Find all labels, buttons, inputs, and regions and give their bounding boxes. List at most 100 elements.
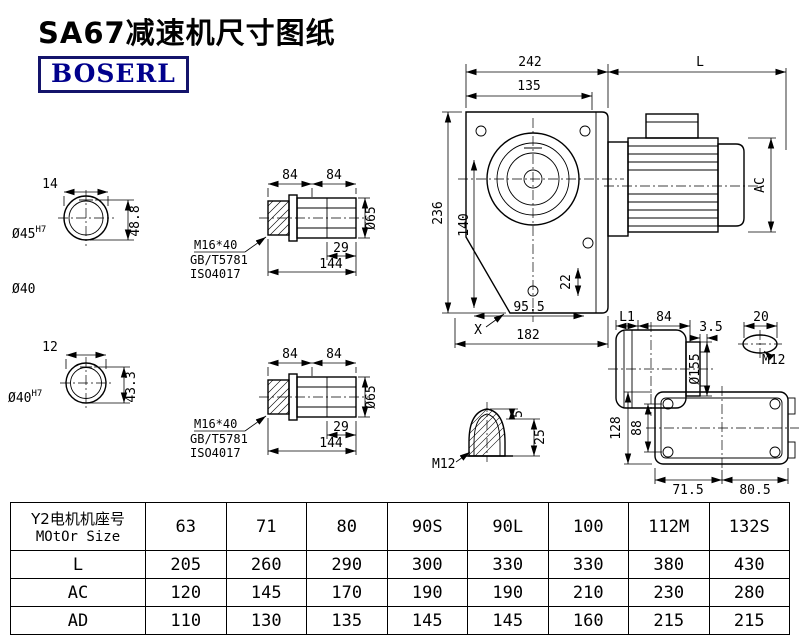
thread-m12-plug-label: M12 xyxy=(432,457,455,472)
cell-AD-112m: 215 xyxy=(628,606,710,635)
row-label-L: L xyxy=(10,550,146,579)
cell-AD-132s: 215 xyxy=(708,606,790,635)
bolt-head-hatch-bottom xyxy=(267,379,290,415)
dim-22-label: 22 xyxy=(559,274,574,290)
dim-3-5-label: 3.5 xyxy=(699,320,722,335)
row-label-AC: AC xyxy=(10,578,146,607)
dim-128-label: 128 xyxy=(609,416,624,439)
dim-242-label: 242 xyxy=(518,55,541,70)
size-col-112m: 112M xyxy=(628,502,710,551)
size-col-90s: 90S xyxy=(386,502,468,551)
dia40-tolerance: H7 xyxy=(31,389,42,399)
standard-iso-bottom-label: ISO4017 xyxy=(190,446,241,460)
label-X: X xyxy=(474,323,482,338)
cell-L-80: 290 xyxy=(306,550,388,579)
cell-L-90l: 330 xyxy=(467,550,549,579)
size-col-80: 80 xyxy=(306,502,388,551)
bolt-spec-top-label: M16*40 xyxy=(194,238,237,252)
dia45-value: Ø45 xyxy=(12,227,35,242)
dim-84a-top-label: 84 xyxy=(282,168,298,183)
hollow-shaft-section-bottom: 84 84 29 144 Ø65 M16*40 GB/T5781 ISO4017 xyxy=(190,347,379,460)
standard-gb-top-label: GB/T5781 xyxy=(190,253,248,267)
cell-AD-80: 135 xyxy=(306,606,388,635)
cell-L-100: 330 xyxy=(547,550,629,579)
cell-AD-90s: 145 xyxy=(386,606,468,635)
front-view-geometry xyxy=(458,111,758,322)
dim-L1-label: L1 xyxy=(619,310,635,325)
motor-fins xyxy=(628,145,718,227)
dim-29-top-label: 29 xyxy=(333,241,349,256)
dim-5-label: 5 xyxy=(511,410,526,418)
dim-236-label: 236 xyxy=(431,201,446,224)
table-row-AD: AD 110 130 135 145 145 160 215 215 xyxy=(10,606,790,635)
size-col-71: 71 xyxy=(225,502,307,551)
shaft-end-view-bottom: 12 Ø40H7 43.3 xyxy=(8,340,139,409)
dim-80-5-label: 80.5 xyxy=(739,483,770,498)
header-motor-size: Y2电机机座号 MOtOr Size xyxy=(10,502,146,551)
dim-12-label: 12 xyxy=(42,340,58,355)
dim-dia65-top-label: Ø65 xyxy=(364,206,379,229)
label-dia45: Ø45H7 xyxy=(12,225,46,242)
cell-L-132s: 430 xyxy=(708,550,790,579)
cell-AC-112m: 230 xyxy=(628,578,710,607)
dia45-tolerance: H7 xyxy=(35,225,46,235)
brand-logo: BOSERL xyxy=(38,56,189,93)
bolt-head-hatch-top xyxy=(267,200,290,236)
header-label-cn: Y2电机机座号 xyxy=(31,510,125,528)
dim-135-label: 135 xyxy=(517,79,540,94)
cell-AC-71: 145 xyxy=(225,578,307,607)
cell-AC-80: 170 xyxy=(306,578,388,607)
motor-size-table: Y2电机机座号 MOtOr Size 63 71 80 90S 90L 100 … xyxy=(10,502,790,635)
technical-drawing: 242 L 135 236 140 AC 22 95.5 182 X xyxy=(8,55,799,498)
cell-AC-63: 120 xyxy=(145,578,227,607)
dim-84-side-label: 84 xyxy=(656,310,672,325)
dim-71-5-label: 71.5 xyxy=(672,483,703,498)
dim-48-8-label: 48.8 xyxy=(128,205,143,236)
thread-m12-side-label: M12 xyxy=(762,353,785,368)
dim-14-label: 14 xyxy=(42,177,58,192)
dim-AC-label: AC xyxy=(753,177,768,193)
cell-AD-71: 130 xyxy=(225,606,307,635)
dim-144-bottom-label: 144 xyxy=(319,436,343,451)
dim-dia65-bottom-label: Ø65 xyxy=(364,385,379,408)
cell-AC-90l: 190 xyxy=(467,578,549,607)
dim-88-label: 88 xyxy=(630,420,645,436)
cell-L-63: 205 xyxy=(145,550,227,579)
cell-AD-63: 110 xyxy=(145,606,227,635)
cell-AC-100: 210 xyxy=(547,578,629,607)
dim-84a-bottom-label: 84 xyxy=(282,347,298,362)
cell-L-71: 260 xyxy=(225,550,307,579)
table-row-L: L 205 260 290 300 330 330 380 430 xyxy=(10,550,790,579)
cell-AC-132s: 280 xyxy=(708,578,790,607)
header-label-en: MOtOr Size xyxy=(35,529,121,545)
dim-182-label: 182 xyxy=(516,328,539,343)
cell-AD-100: 160 xyxy=(547,606,629,635)
brand-logo-text: BOSERL xyxy=(51,59,176,88)
bottom-view: 128 88 71.5 80.5 xyxy=(609,386,799,498)
plug-view: 5 25 M12 xyxy=(432,402,548,472)
shaft-end-view-top: 14 Ø45H7 48.8 xyxy=(12,177,143,246)
cell-L-112m: 380 xyxy=(628,550,710,579)
dim-25-label: 25 xyxy=(533,429,548,445)
front-view-dimensions: 242 L 135 236 140 AC 22 95.5 182 X xyxy=(431,55,787,348)
size-col-132s: 132S xyxy=(708,502,790,551)
bolt-spec-bottom-label: M16*40 xyxy=(194,417,237,431)
dia40-value: Ø40 xyxy=(8,391,31,406)
hollow-shaft-section-top: 84 84 29 144 Ø65 M16*40 GB/T5781 ISO4017 xyxy=(190,168,379,281)
cell-AD-90l: 145 xyxy=(467,606,549,635)
standard-gb-bottom-label: GB/T5781 xyxy=(190,432,248,446)
dim-95-5-label: 95.5 xyxy=(513,300,544,315)
table-row-AC: AC 120 145 170 190 190 210 230 280 xyxy=(10,578,790,607)
dim-84b-top-label: 84 xyxy=(326,168,342,183)
dim-20-label: 20 xyxy=(753,310,769,325)
side-view: L1 84 3.5 20 Ø155 M12 xyxy=(608,310,785,416)
size-col-90l: 90L xyxy=(467,502,549,551)
cell-AC-90s: 190 xyxy=(386,578,468,607)
size-col-63: 63 xyxy=(145,502,227,551)
dim-144-top-label: 144 xyxy=(319,257,343,272)
size-col-100: 100 xyxy=(547,502,629,551)
dim-84b-bottom-label: 84 xyxy=(326,347,342,362)
page-title: SA67减速机尺寸图纸 xyxy=(38,16,336,50)
table-header-row: Y2电机机座号 MOtOr Size 63 71 80 90S 90L 100 … xyxy=(10,502,790,551)
